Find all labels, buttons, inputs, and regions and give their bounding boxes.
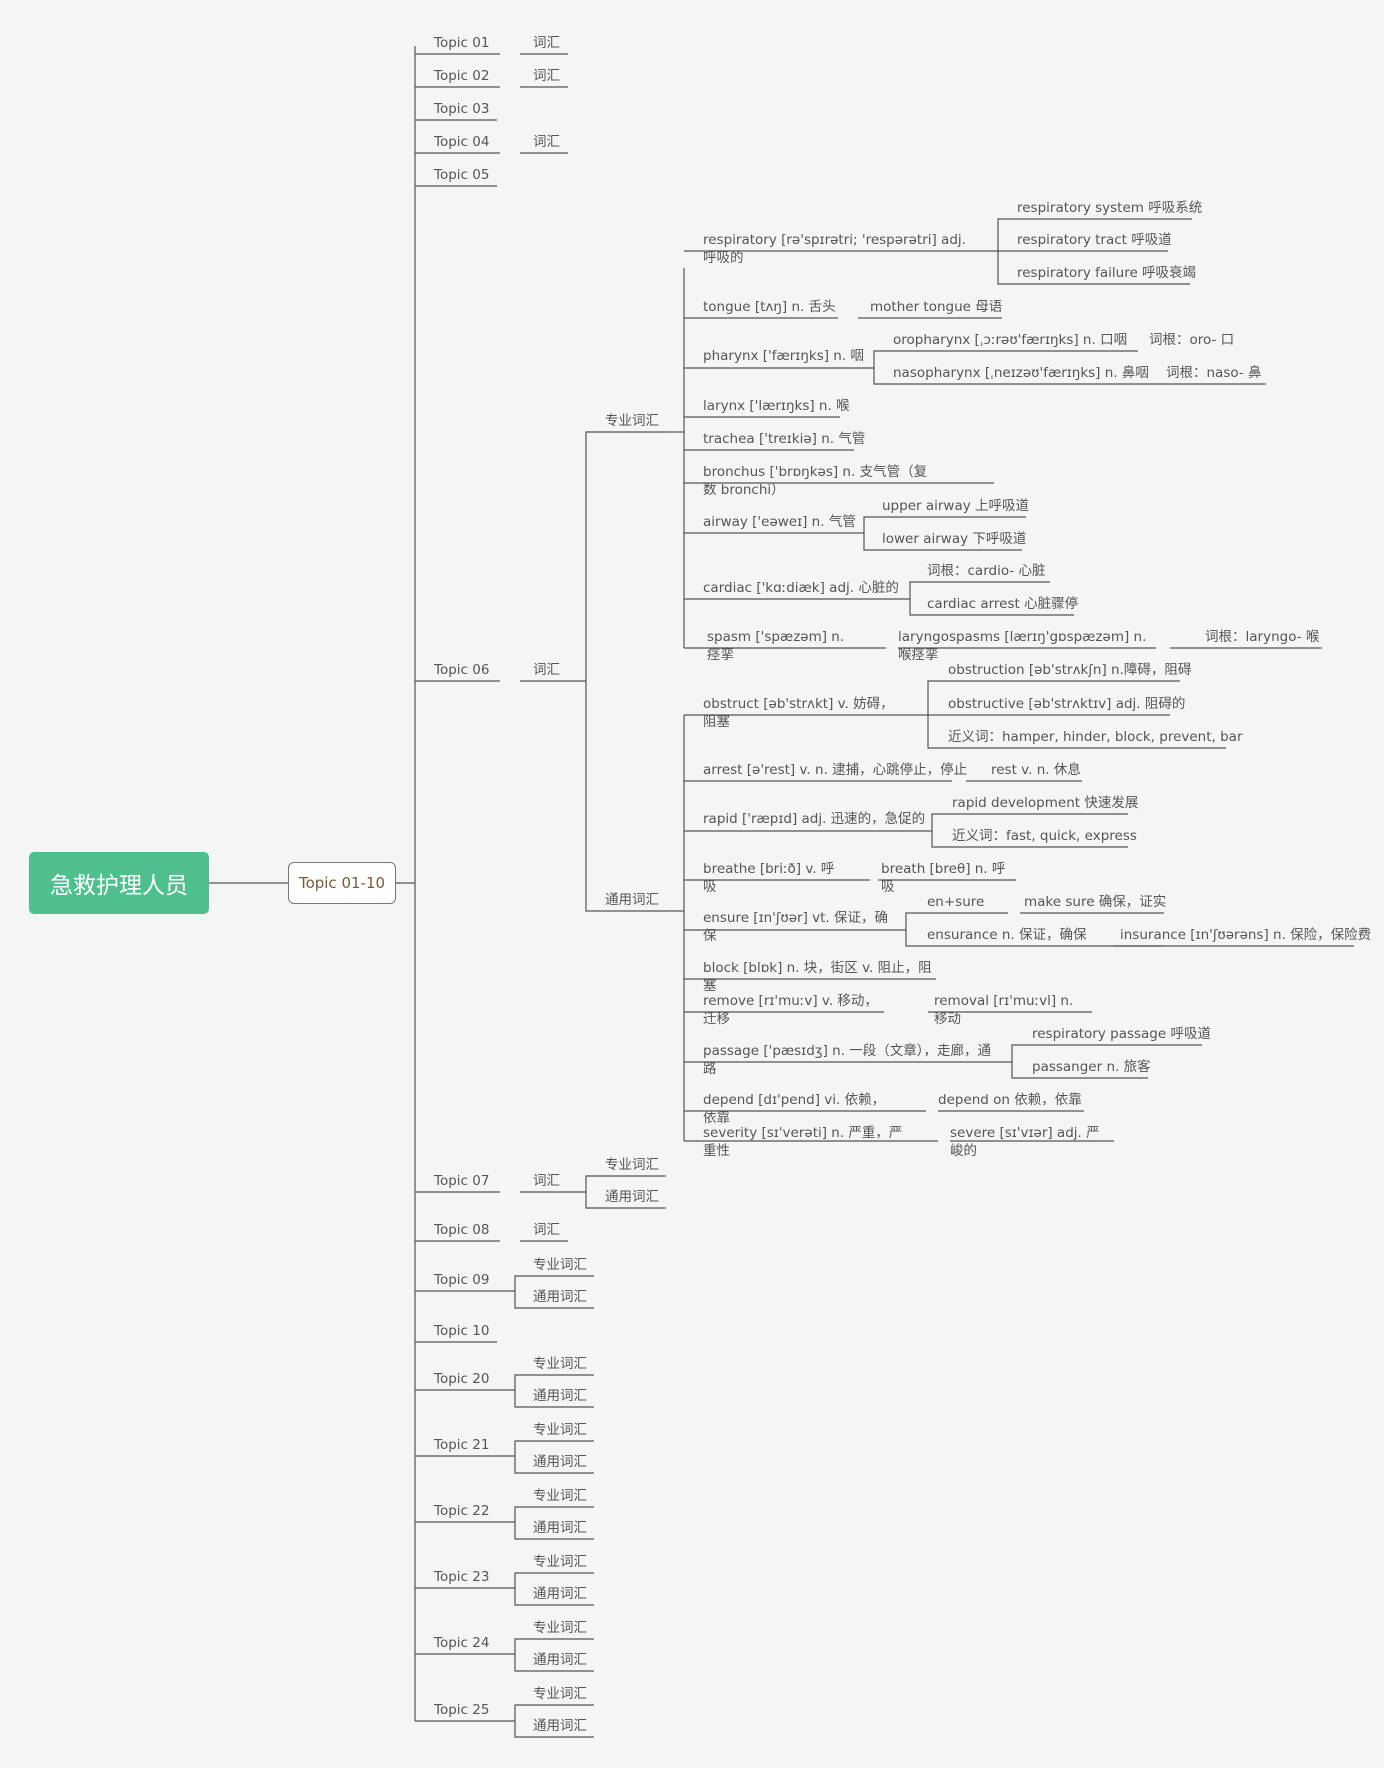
- word-en-sure[interactable]: en+sure: [927, 894, 985, 910]
- word-bronchus[interactable]: bronchus ['brɒŋkəs] n. 支气管（复数 bronchi）: [703, 464, 928, 498]
- topic-06-gen[interactable]: 通用词汇: [605, 892, 659, 908]
- topic-22[interactable]: Topic 22: [434, 1503, 490, 1519]
- word-spasm[interactable]: spasm ['spæzəm] n. 痉挛: [707, 629, 845, 663]
- topic-09-pro[interactable]: 专业词汇: [533, 1257, 587, 1273]
- word-root-naso[interactable]: 词根：naso- 鼻: [1166, 365, 1262, 381]
- word-cardiac[interactable]: cardiac ['kɑːdiæk] adj. 心脏的: [703, 580, 899, 596]
- word-larynx[interactable]: larynx ['lærɪŋks] n. 喉: [703, 398, 850, 414]
- topic-24-pro[interactable]: 专业词汇: [533, 1620, 587, 1636]
- word-airway[interactable]: airway ['eəweɪ] n. 气管: [703, 514, 856, 530]
- topic-group-node[interactable]: Topic 01-10: [288, 862, 396, 904]
- topic-07[interactable]: Topic 07: [434, 1173, 490, 1189]
- word-ensurance[interactable]: ensurance n. 保证，确保: [927, 927, 1087, 943]
- word-root-laryngo[interactable]: 词根：laryngo- 喉: [1205, 629, 1320, 645]
- topic-08[interactable]: Topic 08: [434, 1222, 490, 1238]
- word-respiratory[interactable]: respiratory [rə'spɪrətri; 'respərətri] a…: [703, 232, 966, 266]
- word-depend[interactable]: depend [dɪ'pend] vi. 依赖，依靠: [703, 1092, 886, 1126]
- word-nasopharynx[interactable]: nasopharynx [ˌneɪzəʊ'færɪŋks] n. 鼻咽: [893, 365, 1149, 381]
- topic-02[interactable]: Topic 02: [434, 68, 490, 84]
- word-respiratory-system[interactable]: respiratory system 呼吸系统: [1017, 200, 1203, 216]
- topic-01[interactable]: Topic 01: [434, 35, 490, 51]
- topic-21-pro[interactable]: 专业词汇: [533, 1422, 587, 1438]
- word-remove[interactable]: remove [rɪ'muːv] v. 移动，迁移: [703, 993, 878, 1027]
- topic-09[interactable]: Topic 09: [434, 1272, 490, 1288]
- topic-25-pro[interactable]: 专业词汇: [533, 1686, 587, 1702]
- word-removal[interactable]: removal [rɪ'muːvl] n.移动: [934, 993, 1074, 1027]
- topic-09-gen[interactable]: 通用词汇: [533, 1289, 587, 1305]
- topic-07-pro[interactable]: 专业词汇: [605, 1157, 659, 1173]
- word-insurance[interactable]: insurance [ɪn'ʃʊərəns] n. 保险，保险费: [1120, 927, 1372, 943]
- topic-20-gen[interactable]: 通用词汇: [533, 1388, 587, 1404]
- root-node[interactable]: 急救护理人员: [29, 852, 209, 914]
- word-rapid-synonyms[interactable]: 近义词：fast, quick, express: [952, 828, 1137, 844]
- topic-25[interactable]: Topic 25: [434, 1702, 490, 1718]
- word-depend-on[interactable]: depend on 依赖，依靠: [938, 1092, 1082, 1108]
- word-trachea[interactable]: trachea ['treɪkiə] n. 气管: [703, 431, 866, 447]
- topic-06[interactable]: Topic 06: [434, 662, 490, 678]
- word-obstructive[interactable]: obstructive [əb'strʌktɪv] adj. 阻碍的: [948, 696, 1186, 712]
- topic-06-vocab[interactable]: 词汇: [533, 662, 560, 678]
- word-oropharynx[interactable]: oropharynx [ˌɔːrəʊ'færɪŋks] n. 口咽: [893, 332, 1128, 348]
- topic-05[interactable]: Topic 05: [434, 167, 490, 183]
- word-cardiac-arrest[interactable]: cardiac arrest 心脏骤停: [927, 596, 1079, 612]
- topic-20-pro[interactable]: 专业词汇: [533, 1356, 587, 1372]
- word-breathe[interactable]: breathe [briːð] v. 呼吸: [703, 861, 835, 895]
- word-passanger[interactable]: passanger n. 旅客: [1032, 1059, 1151, 1075]
- word-ensure[interactable]: ensure [ɪn'ʃʊər] vt. 保证，确保: [703, 910, 889, 944]
- word-rest[interactable]: rest v. n. 休息: [991, 762, 1081, 778]
- topic-01-vocab[interactable]: 词汇: [533, 35, 560, 51]
- topic-24-gen[interactable]: 通用词汇: [533, 1652, 587, 1668]
- topic-10[interactable]: Topic 10: [434, 1323, 490, 1339]
- topic-23[interactable]: Topic 23: [434, 1569, 490, 1585]
- topic-21[interactable]: Topic 21: [434, 1437, 490, 1453]
- topic-24[interactable]: Topic 24: [434, 1635, 490, 1651]
- word-breath[interactable]: breath [breθ] n. 呼吸: [881, 861, 1006, 895]
- topic-04-vocab[interactable]: 词汇: [533, 134, 560, 150]
- topic-04[interactable]: Topic 04: [434, 134, 490, 150]
- word-block[interactable]: block [blɒk] n. 块，街区 v. 阻止，阻塞: [703, 960, 932, 994]
- word-obstruct[interactable]: obstruct [əb'strʌkt] v. 妨碍，阻塞: [703, 696, 894, 730]
- word-pharynx[interactable]: pharynx ['færɪŋks] n. 咽: [703, 348, 864, 364]
- topic-07-vocab[interactable]: 词汇: [533, 1173, 560, 1189]
- word-obstruction[interactable]: obstruction [əb'strʌkʃn] n.障碍，阻碍: [948, 662, 1192, 678]
- topic-07-gen[interactable]: 通用词汇: [605, 1189, 659, 1205]
- topic-02-vocab[interactable]: 词汇: [533, 68, 560, 84]
- topic-23-pro[interactable]: 专业词汇: [533, 1554, 587, 1570]
- topic-22-gen[interactable]: 通用词汇: [533, 1520, 587, 1536]
- word-severity[interactable]: severity [sɪ'verəti] n. 严重，严重性: [703, 1125, 903, 1159]
- topic-03[interactable]: Topic 03: [434, 101, 490, 117]
- topic-22-pro[interactable]: 专业词汇: [533, 1488, 587, 1504]
- word-root-oro[interactable]: 词根：oro- 口: [1149, 332, 1235, 348]
- word-mother-tongue[interactable]: mother tongue 母语: [870, 299, 1003, 315]
- word-lower-airway[interactable]: lower airway 下呼吸道: [882, 531, 1027, 547]
- word-respiratory-tract[interactable]: respiratory tract 呼吸道: [1017, 232, 1172, 248]
- word-upper-airway[interactable]: upper airway 上呼吸道: [882, 498, 1030, 514]
- word-respiratory-failure[interactable]: respiratory failure 呼吸衰竭: [1017, 265, 1197, 281]
- word-severe[interactable]: severe [sɪ'vɪər] adj. 严峻的: [950, 1125, 1100, 1159]
- word-obstruct-synonyms[interactable]: 近义词：hamper, hinder, block, prevent, bar: [948, 729, 1243, 745]
- word-tongue[interactable]: tongue [tʌŋ] n. 舌头: [703, 299, 836, 315]
- topic-25-gen[interactable]: 通用词汇: [533, 1718, 587, 1734]
- topic-23-gen[interactable]: 通用词汇: [533, 1586, 587, 1602]
- word-rapid[interactable]: rapid ['ræpɪd] adj. 迅速的，急促的: [703, 811, 926, 827]
- word-respiratory-passage[interactable]: respiratory passage 呼吸道: [1032, 1026, 1211, 1042]
- word-rapid-development[interactable]: rapid development 快速发展: [952, 795, 1139, 811]
- word-arrest[interactable]: arrest [ə'rest] v. n. 逮捕，心跳停止，停止: [703, 762, 968, 778]
- topic-08-vocab[interactable]: 词汇: [533, 1222, 560, 1238]
- topic-21-gen[interactable]: 通用词汇: [533, 1454, 587, 1470]
- topic-06-pro[interactable]: 专业词汇: [605, 413, 659, 429]
- word-passage[interactable]: passage ['pæsɪdʒ] n. 一段（文章），走廊，通路: [703, 1043, 992, 1077]
- topic-20[interactable]: Topic 20: [434, 1371, 490, 1387]
- word-make-sure[interactable]: make sure 确保，证实: [1024, 894, 1167, 910]
- word-root-cardio[interactable]: 词根：cardio- 心脏: [927, 563, 1046, 579]
- word-laryngospasms[interactable]: laryngospasms [lærɪŋ'gɒspæzəm] n. 喉痉挛: [898, 629, 1147, 663]
